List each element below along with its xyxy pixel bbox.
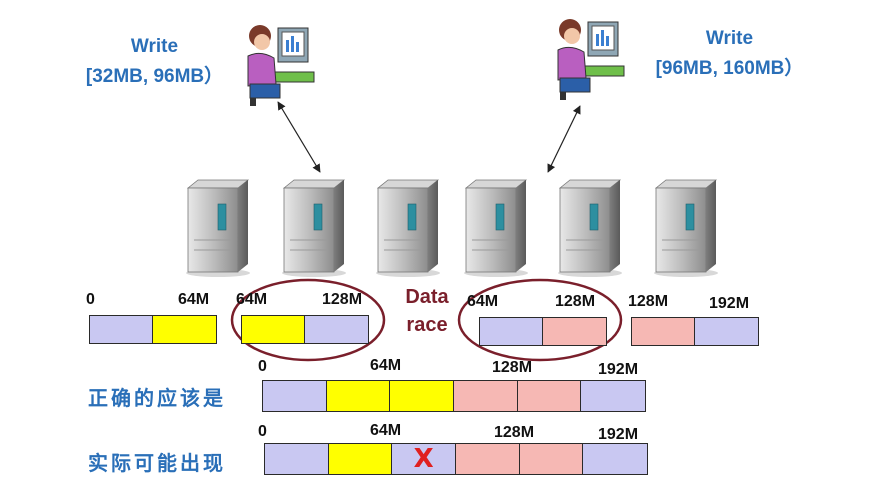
row-actual-tick-0: 0	[258, 423, 267, 440]
data-race-line1: Data	[405, 286, 449, 308]
chunk3-end: 128M	[555, 293, 596, 310]
writer-left-label: Write [32MB, 96MB）	[62, 32, 247, 92]
race-ellipse-right	[457, 278, 623, 362]
chunk2-end: 128M	[322, 291, 363, 308]
row-actual-seg-5	[519, 444, 584, 474]
writer-right-label: Write [96MB, 160MB）	[632, 24, 827, 84]
chunk2-seg-b	[305, 316, 368, 343]
writer-right-title: Write	[705, 28, 754, 49]
chunk2-bar	[241, 315, 369, 344]
row-correct-bar	[262, 380, 646, 412]
chunk2-start: 64M	[236, 291, 268, 308]
row-correct-tick-128: 128M	[492, 359, 533, 376]
chunk4-start: 128M	[628, 293, 669, 310]
row-correct-seg-3	[390, 381, 454, 411]
chunk1-seg-a	[90, 316, 153, 343]
row-actual-bar: X	[264, 443, 648, 475]
chunk1-start: 0	[86, 291, 95, 308]
user-computer-icon-right	[557, 19, 625, 100]
row-actual-seg-3: X	[392, 444, 456, 474]
row-actual-seg-4	[455, 444, 520, 474]
row-actual-tick-64: 64M	[370, 422, 402, 439]
server-icon	[464, 179, 528, 277]
arrow-left	[277, 101, 321, 173]
server-icon	[654, 179, 718, 277]
race-ellipse-left	[230, 278, 386, 362]
row-actual-seg-1	[265, 444, 329, 474]
chunk3-start: 64M	[467, 293, 499, 310]
chunk1-end: 64M	[178, 291, 210, 308]
chunk1-seg-b	[153, 316, 216, 343]
row-correct-seg-2	[326, 381, 391, 411]
chunk2-seg-a	[242, 316, 305, 343]
arrow-right	[547, 105, 581, 173]
writer-right-range: [96MB, 160MB）	[655, 58, 804, 79]
data-race-label: Data race	[392, 283, 462, 339]
row-correct-tick-0: 0	[258, 358, 267, 375]
chunk4-bar	[631, 317, 759, 346]
row-correct-tick-192: 192M	[598, 361, 639, 378]
row-actual-label: 实际可能出现	[88, 451, 226, 475]
row-correct-tick-64: 64M	[370, 357, 402, 374]
conflict-x-mark: X	[413, 444, 434, 474]
chunk4-seg-a	[632, 318, 695, 345]
writer-left-title: Write	[130, 36, 179, 57]
row-correct-seg-5	[517, 381, 582, 411]
row-actual-seg-2	[328, 444, 393, 474]
row-correct-seg-6	[581, 381, 645, 411]
row-actual-tick-128: 128M	[494, 424, 535, 441]
chunk4-seg-b	[695, 318, 758, 345]
row-correct-seg-1	[263, 381, 327, 411]
row-correct-seg-4	[453, 381, 518, 411]
row-correct-label: 正确的应该是	[88, 386, 226, 410]
server-icon	[558, 179, 622, 277]
data-race-line2: race	[406, 314, 448, 336]
user-computer-icon-left	[247, 25, 315, 106]
server-icon	[376, 179, 440, 277]
chunk4-end: 192M	[709, 295, 750, 312]
chunk3-bar	[479, 317, 607, 346]
row-actual-seg-6	[583, 444, 647, 474]
server-icon	[282, 179, 346, 277]
writer-left-range: [32MB, 96MB）	[85, 66, 224, 87]
row-actual-tick-192: 192M	[598, 426, 639, 443]
server-icon	[186, 179, 250, 277]
chunk3-seg-a	[480, 318, 543, 345]
chunk1-bar	[89, 315, 217, 344]
chunk3-seg-b	[543, 318, 606, 345]
